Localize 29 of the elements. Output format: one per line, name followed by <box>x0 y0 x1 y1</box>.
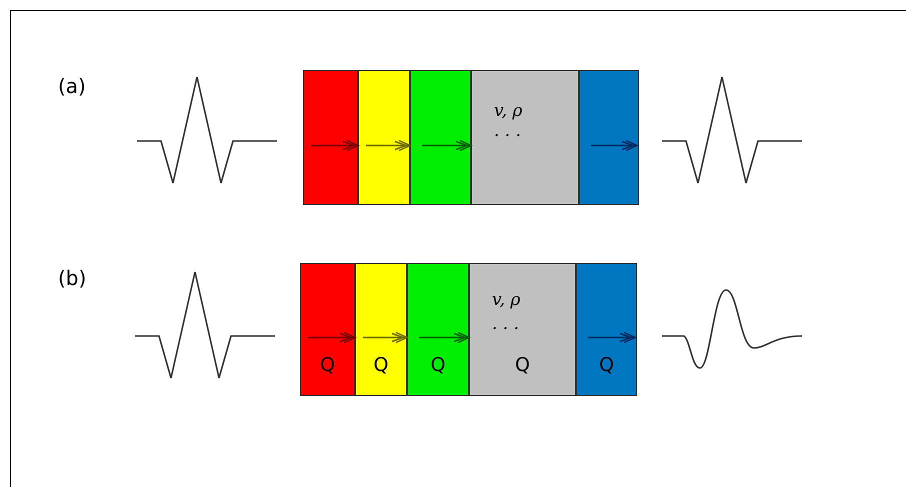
layer-box <box>469 263 576 396</box>
layer-box <box>355 263 407 396</box>
panel-label: (b) <box>58 266 86 290</box>
arrow <box>591 140 639 152</box>
quality-factor-label: Q <box>430 354 446 376</box>
layer-box <box>576 263 637 396</box>
arrow <box>311 140 360 152</box>
ellipsis: · · · <box>492 319 520 339</box>
layer-box <box>471 70 579 205</box>
arrow <box>422 140 473 152</box>
parameter-label: v, ρ <box>494 101 524 121</box>
arrow <box>366 140 412 152</box>
quality-factor-label: Q <box>319 354 336 376</box>
ellipsis: · · · <box>494 126 522 146</box>
quality-factor-label: Q <box>372 354 390 376</box>
panel-label: (a) <box>58 74 86 98</box>
layer-box <box>358 70 410 205</box>
quality-factor-label: Q <box>598 354 615 376</box>
layer-box <box>410 70 471 205</box>
arrow <box>308 332 357 344</box>
quality-factor-label: Q <box>514 354 531 376</box>
parameter-label: v, ρ <box>492 290 522 310</box>
layer-box <box>579 70 639 205</box>
arrow <box>588 332 637 344</box>
layer-box <box>300 263 355 396</box>
layer-box <box>303 70 358 205</box>
layer-box <box>407 263 469 396</box>
arrow <box>419 332 471 344</box>
arrow <box>363 332 409 344</box>
